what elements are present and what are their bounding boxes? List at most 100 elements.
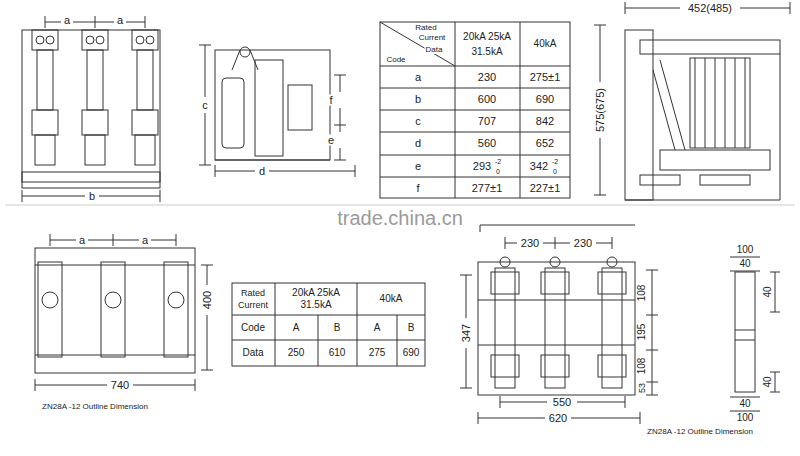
front-view <box>137 50 153 110</box>
dimension-label: 40 <box>763 375 773 388</box>
dimension-label: a <box>78 235 86 246</box>
dimension-line <box>50 234 176 246</box>
table-header: Rated <box>240 289 266 298</box>
table-cell: e <box>414 161 422 172</box>
dimension-label: 40 <box>763 285 773 298</box>
dimension-label: a <box>141 235 149 246</box>
dimension-label: 400 <box>202 290 213 310</box>
dimension-label: a <box>116 15 124 26</box>
dimension-label: 740 <box>110 380 130 391</box>
plan-view <box>38 262 62 357</box>
dimension-line <box>460 225 658 424</box>
table-cell: 690 <box>535 94 555 105</box>
table-header: Current <box>237 301 269 310</box>
table-cell: Code <box>240 323 266 333</box>
end-view <box>735 272 755 392</box>
dimension-label: 550 <box>552 397 572 408</box>
table-cell: 250 <box>287 348 306 358</box>
dimension-line <box>199 45 211 165</box>
dimension-line <box>594 2 790 195</box>
table-header: 20kA 25kA <box>462 32 512 42</box>
front-view <box>35 135 55 165</box>
dimension-label: c <box>201 100 209 111</box>
front-view <box>146 36 154 44</box>
front-view <box>132 30 158 50</box>
table-grid <box>380 22 570 198</box>
housing-view <box>690 58 750 148</box>
table-cell: 342 <box>529 161 549 172</box>
side-view <box>255 60 283 156</box>
dimension-line <box>646 270 658 395</box>
table-header: 40kA <box>533 39 558 49</box>
table-header: Code <box>385 56 406 64</box>
front-view <box>22 30 160 188</box>
dimension-line <box>480 225 635 232</box>
dimension-line <box>505 237 612 249</box>
table-grid <box>380 22 570 198</box>
front-view <box>87 50 103 110</box>
dimension-label: 230 <box>573 238 593 249</box>
table-cell: -2 <box>551 158 559 165</box>
table-cell: 0 <box>552 168 558 175</box>
dimension-line <box>334 75 346 160</box>
dimension-label: 575(675) <box>595 87 606 133</box>
dimension-line <box>199 45 355 177</box>
table-cell: f <box>415 183 420 194</box>
table-cell: 230 <box>477 72 497 83</box>
dimension-line <box>22 190 160 202</box>
front-view <box>37 50 53 110</box>
front-view <box>136 36 144 44</box>
table-header: Data <box>425 46 444 54</box>
front-view <box>96 36 104 44</box>
plan-view <box>101 262 125 357</box>
table-grid <box>380 22 570 198</box>
table-cell: 652 <box>535 138 555 149</box>
base-view <box>495 268 515 388</box>
end-view <box>735 330 755 340</box>
dimension-line <box>625 2 790 14</box>
side-view <box>240 47 250 57</box>
table-cell: B <box>333 323 342 333</box>
dimension-line <box>201 265 213 370</box>
table-cell: Data <box>241 348 264 358</box>
table-cell: 707 <box>477 116 497 127</box>
dimension-label: 195 <box>637 323 647 342</box>
table-cell: 275±1 <box>529 72 562 83</box>
plan-view <box>164 262 188 357</box>
front-view <box>22 30 160 188</box>
dimension-line <box>730 257 780 411</box>
caption-text: ZN28A -12 Outline Dimension <box>646 428 754 436</box>
table-cell: d <box>414 138 422 149</box>
front-view <box>32 30 58 50</box>
table-cell: 560 <box>477 138 497 149</box>
dimension-label: 40 <box>738 399 751 409</box>
plan-view <box>168 292 184 308</box>
plan-view <box>35 248 195 373</box>
table-cell: c <box>414 116 422 127</box>
base-view <box>541 272 569 294</box>
table-cell: 600 <box>477 94 497 105</box>
base-view <box>491 272 519 294</box>
base-view <box>478 300 635 345</box>
base-view <box>602 268 622 388</box>
dimension-line <box>215 165 355 177</box>
dimension-label: 100 <box>736 413 755 423</box>
table-cell: 277±1 <box>471 183 504 194</box>
housing-view <box>695 58 745 148</box>
dimension-label: a <box>63 15 71 26</box>
dimension-label: e <box>327 135 335 146</box>
table-cell: 0 <box>495 168 501 175</box>
dimension-line <box>460 275 472 388</box>
side-view <box>215 50 330 160</box>
dimension-label: 40 <box>738 259 751 269</box>
housing-view <box>625 54 780 200</box>
table-cell: -2 <box>494 158 502 165</box>
plan-view <box>35 248 195 373</box>
front-view <box>36 36 44 44</box>
plan-view <box>105 292 121 308</box>
table-header: 31.5kA <box>299 300 332 310</box>
table-grid <box>232 283 425 366</box>
dimension-label: 230 <box>520 238 540 249</box>
dimension-label: 347 <box>461 323 472 343</box>
housing-view <box>640 40 780 54</box>
